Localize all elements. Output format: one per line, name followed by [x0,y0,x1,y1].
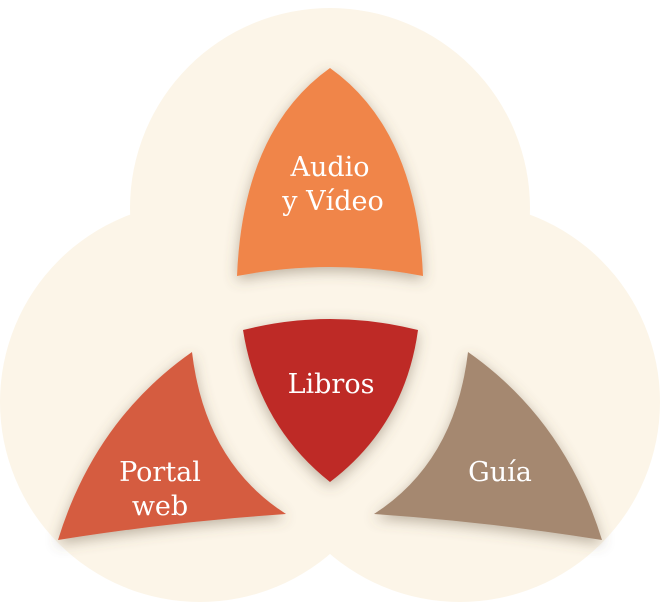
label-guia: Guía [468,457,532,488]
label-web: web [132,491,188,522]
label-video: y Vídeo [281,186,384,217]
segment-shape [374,352,602,540]
label-audio: Audio [289,152,369,183]
segment-shape [58,352,286,540]
segment-shape [243,319,418,482]
segment-libros[interactable]: Libros [243,319,418,482]
segment-shape [237,68,423,276]
label-libros: Libros [288,369,375,400]
segment-audio-video[interactable]: Audio y Vídeo [237,68,423,276]
label-portal: Portal [119,457,201,488]
segment-guia[interactable]: Guía [374,352,602,540]
segment-portal-web[interactable]: Portal web [58,352,286,540]
